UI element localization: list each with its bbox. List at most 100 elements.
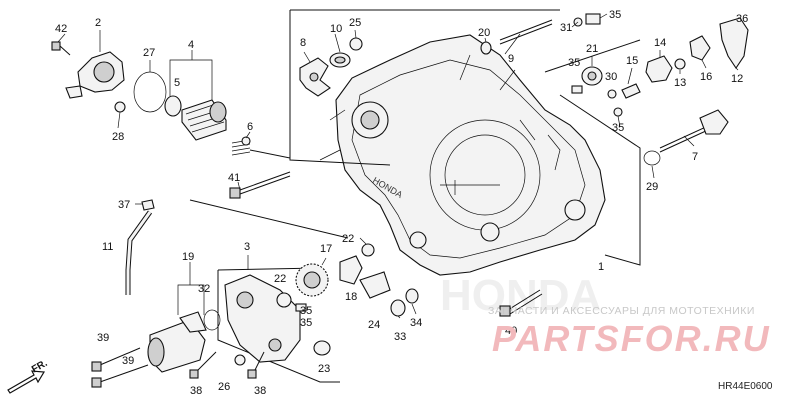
front-direction-arrow	[7, 370, 46, 394]
callout: 19	[182, 251, 194, 263]
callout: 42	[55, 23, 67, 35]
callout: 8	[300, 37, 306, 49]
part-24-shaft	[359, 271, 391, 299]
callout: 27	[143, 47, 155, 59]
callout: 34	[410, 317, 422, 329]
part-27-o-ring	[133, 71, 167, 113]
part-8-impeller	[299, 57, 331, 97]
part-35-pin-lower	[613, 107, 623, 117]
callout: 5	[174, 77, 180, 89]
part-25-washer	[349, 37, 363, 51]
part-22-washer-top	[361, 243, 375, 257]
callout: 24	[368, 319, 380, 331]
watermark-caption: ЗАПЧАСТИ И АКСЕССУАРЫ ДЛЯ МОТОТЕХНИКИ	[488, 305, 755, 317]
part-5-seal	[164, 95, 182, 117]
part-19-starter-motor	[147, 311, 207, 373]
part-26-washer	[234, 354, 246, 366]
part-2-pump-cover	[65, 51, 125, 99]
callout: 18	[345, 291, 357, 303]
callout: 31	[560, 22, 572, 34]
callout: 28	[112, 131, 124, 143]
part-39-bolts	[91, 347, 149, 388]
part-16-cover	[689, 35, 711, 61]
callout: 40	[505, 325, 517, 337]
honda-watermark: HONDA	[440, 271, 601, 320]
callout: 41	[228, 172, 240, 184]
callout: 22	[274, 273, 286, 285]
part-14-cap	[645, 55, 673, 83]
callout: 17	[320, 243, 332, 255]
callout: 30	[605, 71, 617, 83]
callout: 35	[568, 57, 580, 69]
callout: 37	[118, 199, 130, 211]
callout: 38	[254, 385, 266, 397]
callout: 35	[609, 9, 621, 21]
part-21-bearing	[581, 66, 603, 86]
callout: 29	[646, 181, 658, 193]
part-34-collar	[405, 288, 419, 304]
callout: 35	[300, 317, 312, 329]
part-20-washer	[480, 41, 492, 55]
part-29-o-ring	[643, 150, 661, 166]
callout: 3	[244, 241, 250, 253]
callout: 13	[674, 77, 686, 89]
part-30-washer	[607, 89, 617, 99]
callout: 6	[247, 121, 253, 133]
watermark-logo: PARTSFOR.RU	[492, 318, 771, 359]
part-35-pin	[571, 85, 583, 94]
part-10-seal	[329, 52, 351, 68]
group-brackets	[189, 9, 641, 383]
callout: 7	[692, 151, 698, 163]
part-28-washer	[114, 101, 126, 113]
callout: 12	[731, 73, 743, 85]
part-6-spring	[231, 136, 251, 156]
callout: 20	[478, 27, 490, 39]
part-11-hose	[125, 210, 153, 295]
callout: 26	[218, 381, 230, 393]
callout: 25	[349, 17, 361, 29]
part-3-gear-case	[224, 274, 301, 363]
callout: 39	[122, 355, 134, 367]
callout: 9	[508, 53, 514, 65]
part-23-bearing	[313, 340, 331, 356]
callout: 21	[586, 43, 598, 55]
callout: 15	[626, 55, 638, 67]
part-40-bolt	[499, 289, 543, 317]
part-18-gear	[339, 255, 363, 285]
callout: 10	[330, 23, 342, 35]
callout: 38	[190, 385, 202, 397]
part-17-gear	[295, 263, 329, 297]
part-15-bolt	[621, 83, 641, 99]
part-38-bolts	[189, 351, 265, 379]
part-35-collar	[585, 13, 601, 25]
diagram-code: HR44E0600	[718, 381, 773, 392]
part-4-oil-filter	[181, 99, 227, 141]
callout: 1	[598, 261, 604, 273]
callout: 23	[318, 363, 330, 375]
part-42-bolt	[51, 41, 71, 56]
crankcase-cover: HONDA	[319, 34, 606, 276]
callout: 33	[394, 331, 406, 343]
callout: 22	[342, 233, 354, 245]
callout: 39	[97, 332, 109, 344]
part-9-shaft	[499, 19, 553, 45]
part-12-plate	[719, 17, 749, 69]
callout: 35	[612, 122, 624, 134]
callout: 35	[300, 305, 312, 317]
callout: 2	[95, 17, 101, 29]
callout: 4	[188, 39, 194, 51]
part-35-dowel	[295, 303, 307, 312]
callout: 16	[700, 71, 712, 83]
callout-leaders	[57, 13, 739, 319]
part-7-dipstick	[659, 109, 729, 153]
part-13-oring	[674, 58, 686, 70]
part-37-clip	[141, 199, 155, 211]
callout: 32	[198, 283, 210, 295]
part-22-washer	[276, 292, 292, 308]
callout: 11	[102, 241, 113, 253]
part-41-bolt	[229, 171, 291, 199]
callout-numbers: 42 2 27 4 5 28 6 10 25 8 20 9 35 36 31 2…	[55, 9, 748, 397]
callout: 36	[736, 13, 748, 25]
